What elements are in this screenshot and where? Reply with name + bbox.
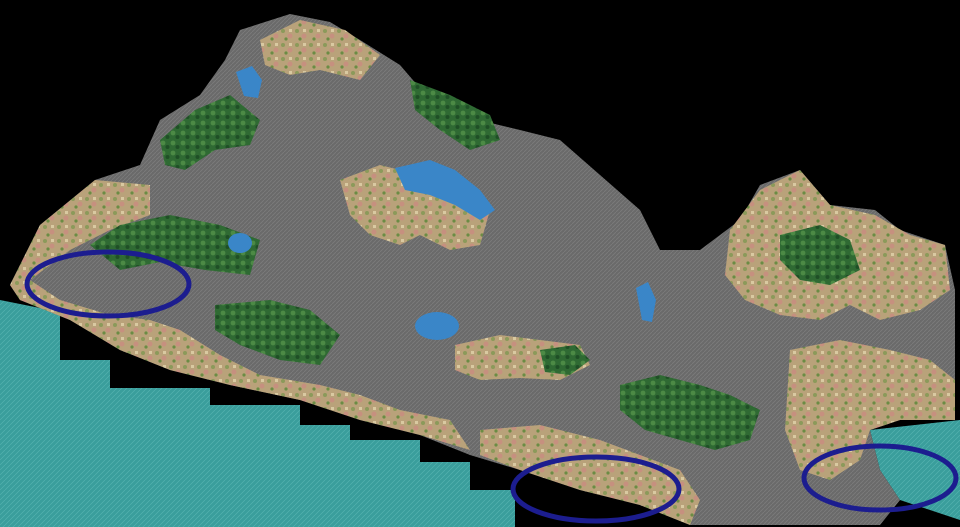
highlight-ring-west: [24, 249, 192, 319]
volcanic-forest-ridge: [215, 300, 340, 365]
lake-ilopango: [415, 312, 459, 340]
northern-agri-patch: [260, 20, 380, 80]
central-agri-patch: [340, 165, 490, 250]
highlight-ring-east: [801, 443, 959, 513]
eastern-forest: [780, 225, 860, 285]
south-central-coast-agri: [480, 425, 700, 525]
reservoir-cerron-grande: [395, 160, 495, 220]
southeast-forest: [620, 375, 760, 450]
northern-ridge-vegetation: [160, 95, 260, 170]
central-forest-patch: [540, 345, 590, 375]
coastal-shelf: [0, 300, 515, 527]
northern-forest-patch: [410, 80, 500, 150]
highlight-ring-central-coast: [510, 454, 682, 524]
western-forest: [90, 215, 260, 275]
eastern-coast-agri: [785, 340, 955, 480]
lake-northwest: [236, 66, 262, 98]
lake-western: [228, 233, 252, 253]
river-reservoir: [636, 282, 656, 322]
